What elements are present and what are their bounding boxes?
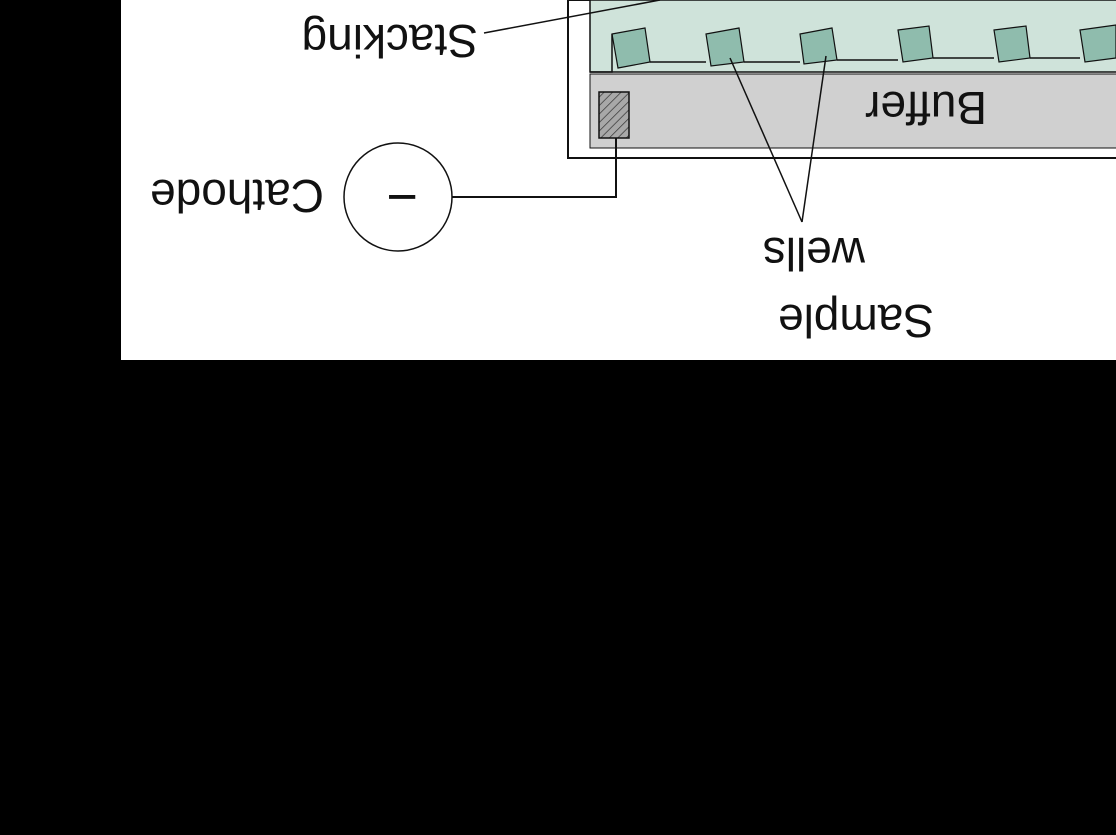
stacking-label: Stacking [302,15,478,67]
sample-well [993,25,1031,63]
sample-label: Sample [778,295,934,347]
sample-well [705,27,745,67]
sample-wells [611,24,1116,69]
wells-label: wells [763,228,866,280]
cathode-label: Cathode [150,170,324,222]
buffer-region [589,73,1116,149]
cathode-wire [452,138,617,198]
wells-pointer-line [729,57,803,223]
hatched-electrode-icon [598,91,630,139]
sample-well [897,25,934,63]
buffer-label: Buffer [865,82,987,134]
sample-well [611,27,651,69]
well-comb-edge [590,34,1080,73]
sample-well [1079,24,1116,63]
cathode-minus-symbol: − [386,167,418,227]
stacking-leader-line [483,0,661,34]
sample-well [799,27,838,65]
wells-pointer-line [801,55,827,223]
stacking-gel [589,0,1116,73]
